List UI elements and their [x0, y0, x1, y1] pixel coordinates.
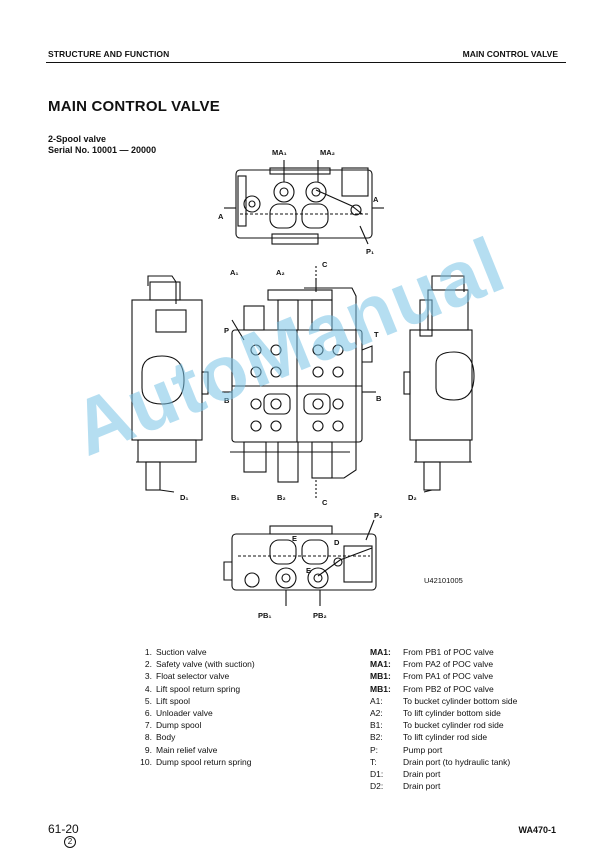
- label-t: T: [374, 330, 379, 339]
- list-item: MA1:From PB1 of POC valve: [370, 647, 494, 657]
- list-item: B2:To lift cylinder rod side: [370, 732, 488, 743]
- list-item: MB1:From PB2 of POC valve: [370, 683, 494, 694]
- revision-mark: 2: [64, 836, 76, 848]
- spool-type: 2-Spool valve: [48, 134, 107, 144]
- label-pb2: PB₂: [313, 611, 327, 620]
- label-d1: D₁: [180, 493, 189, 502]
- list-item: D2:Drain port: [370, 781, 441, 792]
- label-p: P: [224, 326, 230, 335]
- list-item: D1:Drain port: [370, 769, 441, 780]
- label-p2: P₂: [374, 511, 383, 520]
- label-c-bottom: C: [322, 498, 328, 507]
- list-item: B1:To bucket cylinder rod side: [370, 720, 504, 731]
- page-number: 61-20: [48, 822, 79, 836]
- list-item: 6.Unloader valve: [144, 708, 213, 719]
- label-ma1: MA₁: [272, 148, 287, 157]
- list-item: A1:To bucket cylinder bottom side: [370, 695, 518, 706]
- list-item: 1.Suction valve: [144, 647, 207, 657]
- label-b-right: B: [376, 394, 382, 403]
- label-d: D: [334, 538, 340, 547]
- list-item: 4.Lift spool return spring: [144, 683, 241, 694]
- label-a-top-left: A: [218, 212, 224, 221]
- list-item: 5.Lift spool: [144, 695, 191, 706]
- list-item: 9.Main relief valve: [144, 744, 218, 755]
- top-view: [224, 160, 384, 245]
- label-b1: B₁: [231, 493, 240, 502]
- port-list: MA1:From PB1 of POC valve MA1:From PA2 o…: [370, 646, 517, 792]
- model-number: WA470-1: [518, 825, 556, 835]
- list-item: MA1:From PA2 of POC valve: [370, 659, 494, 670]
- label-pb1: PB₁: [258, 611, 272, 620]
- header-rule: [46, 62, 566, 63]
- list-item: 10.Dump spool return spring: [140, 756, 252, 767]
- list-item: T:Drain port (to hydraulic tank): [370, 756, 511, 767]
- bottom-view: [223, 519, 377, 606]
- serial-number: Serial No. 10001 — 20000: [48, 145, 157, 155]
- page-header-section: STRUCTURE AND FUNCTION: [48, 49, 170, 59]
- label-a1: A₁: [230, 268, 239, 277]
- label-b-left: B: [224, 396, 230, 405]
- label-a2: A₂: [276, 268, 285, 277]
- label-b2: B₂: [277, 493, 286, 502]
- label-d2: D₂: [408, 493, 417, 502]
- spool-label: 2-Spool valve Serial No. 10001 — 20000: [48, 134, 156, 156]
- figure-code: U42101005: [424, 576, 463, 585]
- left-view: [131, 275, 209, 493]
- list-item: P:Pump port: [370, 744, 443, 755]
- page-header-topic: MAIN CONTROL VALVE: [462, 49, 558, 59]
- label-p1: P₁: [366, 247, 375, 256]
- label-ma2: MA₂: [320, 148, 335, 157]
- list-item: 2.Safety valve (with suction): [144, 659, 255, 670]
- right-view: [403, 275, 475, 493]
- label-c-top: C: [322, 260, 328, 269]
- list-item: 3.Float selector valve: [144, 671, 230, 682]
- label-e-right: E: [306, 566, 312, 575]
- label-e-left: E: [292, 534, 298, 543]
- parts-list: 1.Suction valve 2.Safety valve (with suc…: [136, 646, 255, 768]
- front-view: [222, 266, 376, 500]
- list-item: 7.Dump spool: [144, 720, 202, 731]
- page-title: MAIN CONTROL VALVE: [48, 98, 220, 115]
- label-a-top-right: A: [373, 195, 379, 204]
- list-item: 8.Body: [144, 732, 176, 743]
- list-item: A2:To lift cylinder bottom side: [370, 708, 501, 719]
- list-item: MB1:From PA1 of POC valve: [370, 671, 494, 682]
